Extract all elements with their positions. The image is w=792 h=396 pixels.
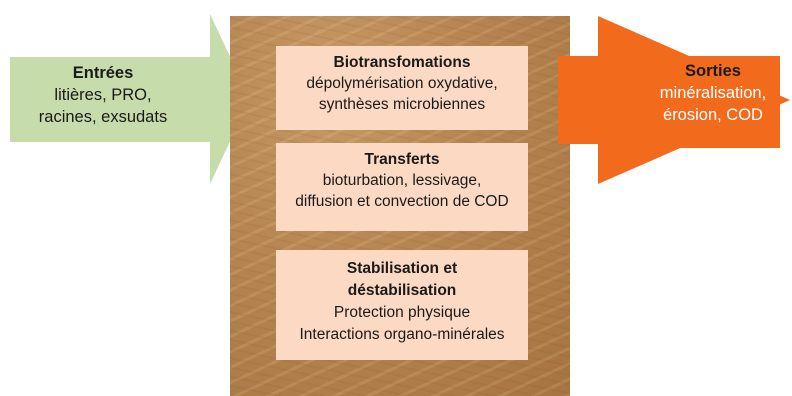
process-title: déstabilisation [276, 280, 528, 302]
process-line: diffusion et convection de COD [276, 191, 528, 212]
outputs-title: Sorties [643, 60, 783, 82]
process-line: Protection physique [276, 302, 528, 324]
outputs-label: Sorties minéralisation, érosion, COD [643, 60, 783, 126]
process-title: Biotransfomations [276, 52, 528, 73]
process-box-stabilisation: Stabilisation et déstabilisation Protect… [276, 250, 528, 360]
inputs-line-2: racines, exsudats [14, 106, 192, 128]
process-line: dépolymérisation oxydative, [276, 73, 528, 94]
outputs-line-2: érosion, COD [643, 104, 783, 126]
inputs-line-1: litières, PRO, [14, 84, 192, 106]
outputs-line-1: minéralisation, [643, 82, 783, 104]
process-title: Stabilisation et [276, 258, 528, 280]
process-box-biotransformations: Biotransfomations dépolymérisation oxyda… [276, 46, 528, 130]
process-box-transferts: Transferts bioturbation, lessivage, diff… [276, 143, 528, 231]
process-line: Interactions organo-minérales [276, 324, 528, 346]
process-title: Transferts [276, 149, 528, 170]
inputs-title: Entrées [14, 62, 192, 84]
process-line: bioturbation, lessivage, [276, 170, 528, 191]
inputs-label: Entrées litières, PRO, racines, exsudats [14, 62, 192, 128]
process-line: synthèses microbiennes [276, 94, 528, 115]
